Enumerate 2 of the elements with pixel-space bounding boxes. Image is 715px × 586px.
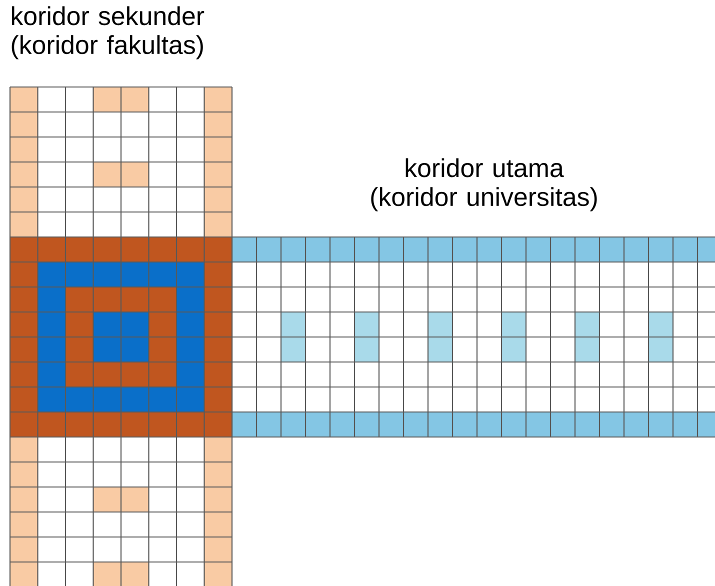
corridor-label: koridor sekunder (koridor fakultas) — [12, 6, 204, 60]
corridor-label: koridor utama (koridor universitas) — [371, 158, 597, 212]
